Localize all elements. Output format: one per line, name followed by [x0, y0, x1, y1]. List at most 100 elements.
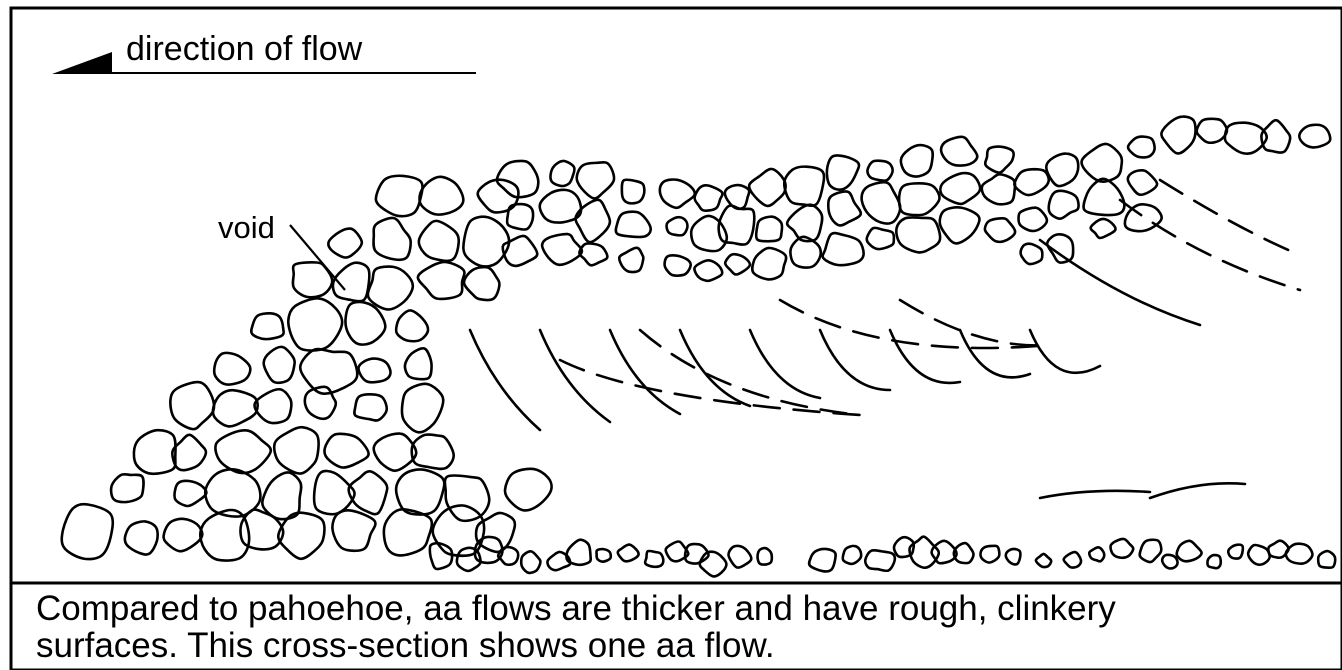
clinker-block [618, 545, 639, 562]
clinker-block [749, 169, 785, 206]
clinker-block [368, 267, 413, 310]
clinker-block [695, 185, 723, 210]
shear-line [610, 330, 680, 414]
clinker-block [566, 540, 590, 565]
clinker-block [1299, 125, 1330, 148]
clinker-block [1318, 551, 1335, 568]
clinker-block [828, 191, 861, 225]
clinker-block [412, 434, 454, 468]
legend-label: direction of flow [126, 30, 362, 69]
clinker-block [172, 435, 206, 470]
clinker-block [358, 359, 390, 383]
shear-line [1040, 240, 1200, 325]
clinker-block [700, 552, 727, 577]
clinker-block [784, 167, 824, 206]
clinker-block [867, 228, 894, 249]
clinker-block [213, 390, 258, 426]
clinker-block [396, 469, 444, 514]
clinker-block [725, 254, 750, 274]
clinker-block [622, 180, 644, 204]
clinker-block [174, 481, 206, 506]
shear-line [780, 300, 1050, 348]
clinker-block [981, 546, 1000, 563]
clinker-block [134, 430, 176, 474]
clinker-block [619, 248, 643, 272]
clinker-block [665, 255, 691, 275]
shear-line [470, 330, 540, 430]
clinker-block [345, 302, 385, 345]
clinker-block [752, 248, 786, 279]
clinker-block [862, 182, 901, 223]
clinker-block [251, 313, 283, 339]
clinker-block [354, 394, 386, 420]
clinker-block [374, 218, 411, 260]
clinker-block [402, 384, 443, 432]
clinker-block [1161, 117, 1195, 154]
clinker-block [667, 217, 688, 235]
clinker-block [809, 549, 836, 572]
clinker-block [1228, 545, 1243, 559]
clinker-block [288, 298, 342, 350]
shear-line [900, 300, 1050, 345]
clinker-block [982, 174, 1015, 204]
shear-line [1150, 483, 1245, 498]
clinker-block [719, 206, 755, 245]
clinker-block [419, 221, 459, 261]
clinker-block [865, 550, 895, 571]
caption-line-1: Compared to pahoehoe, aa flows are thick… [36, 590, 1326, 627]
clinker-block [1049, 191, 1079, 219]
clinker-block [1111, 539, 1134, 558]
clinker-block [550, 161, 574, 186]
clinker-block [62, 504, 113, 559]
clinker-block [542, 234, 582, 265]
clinker-block [1207, 555, 1220, 568]
clinker-block [384, 509, 432, 555]
clinker-block [1089, 547, 1104, 561]
clinker-block [505, 469, 552, 511]
clinker-block [596, 549, 610, 562]
clinker-block [579, 243, 607, 265]
clinker-block [164, 519, 203, 551]
clinker-block [1006, 549, 1021, 565]
shear-line [1030, 330, 1100, 373]
clinker-block [445, 475, 489, 520]
clinker-block [940, 173, 980, 204]
clinker-block [464, 267, 499, 300]
clinker-block [1036, 554, 1051, 567]
clinker-block [1021, 244, 1043, 264]
clinker-block [616, 212, 651, 237]
clinker-block [758, 548, 772, 565]
clinker-block [1162, 555, 1177, 569]
wedge-arrow-icon [52, 52, 112, 74]
clinker-block [728, 546, 751, 568]
clinker-block [1140, 540, 1162, 562]
clinker-block [1091, 219, 1116, 238]
shear-line [820, 330, 890, 390]
clinker-block [1197, 119, 1227, 143]
caption-line-2: surfaces. This cross-section shows one a… [36, 627, 1326, 664]
shear-line [1040, 491, 1150, 498]
clinker-block [1082, 144, 1122, 182]
clinker-block [756, 217, 782, 242]
clinker-block [419, 177, 463, 215]
shear-line [890, 330, 960, 383]
clinker-block [1128, 137, 1155, 158]
clinker-block [405, 348, 432, 379]
shear-line [680, 330, 750, 406]
clinker-block [645, 551, 663, 567]
figure-frame [11, 8, 1342, 670]
clinker-block [300, 349, 357, 394]
shear-line [750, 330, 820, 398]
clinker-block [1019, 208, 1047, 231]
clinker-block [1248, 545, 1269, 565]
clinker-block [691, 216, 727, 251]
clinker-block [896, 217, 940, 252]
clinker-block [827, 155, 859, 189]
shear-line [560, 360, 860, 415]
clinker-block [901, 145, 933, 177]
clinker-block [293, 262, 332, 297]
clinker-block [215, 430, 270, 473]
clinker-block [1084, 179, 1125, 215]
shear-line [1160, 180, 1300, 255]
